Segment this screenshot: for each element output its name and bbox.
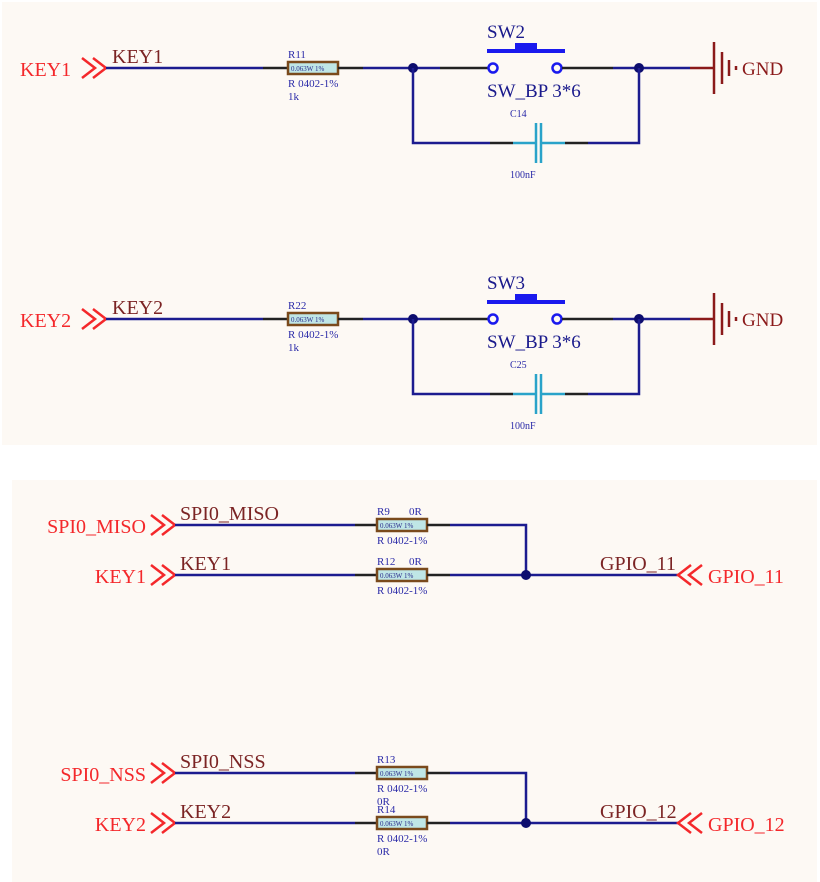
port-chevron-icon	[81, 308, 98, 330]
resistor-rating: 0.063W 1%	[380, 820, 413, 828]
wire	[411, 68, 490, 145]
resistor-designator: R11	[288, 49, 306, 61]
net-label: GPIO_12	[600, 801, 677, 823]
resistor-footprint: R 0402-1%	[377, 535, 427, 547]
port-label[interactable]: KEY2	[20, 310, 71, 332]
wire	[588, 319, 641, 396]
resistor-value: 0R	[377, 846, 391, 858]
switch-contact	[551, 62, 563, 74]
resistor-footprint: R 0402-1%	[377, 585, 427, 597]
port-label[interactable]: KEY2	[95, 814, 146, 836]
net-label: GPIO_11	[600, 553, 676, 575]
port-label[interactable]: SPI0_MISO	[47, 516, 146, 538]
switch-actuator[interactable]	[487, 49, 565, 53]
net-label: SPI0_MISO	[180, 503, 279, 525]
switch-contact	[487, 62, 499, 74]
port-chevron-icon	[150, 812, 167, 834]
key-circuit-2: KEY2 KEY2 0.063W 1% R22 R 0402-1% 1k SW3…	[20, 273, 783, 432]
wire	[588, 68, 641, 145]
resistor-rating: 0.063W 1%	[291, 316, 324, 324]
net-label: KEY2	[112, 297, 163, 319]
resistor-rating: 0.063W 1%	[380, 522, 413, 530]
port-chevron-icon	[686, 564, 703, 586]
resistor-value: 1k	[288, 342, 300, 354]
capacitor-designator: C14	[510, 109, 527, 120]
wire	[411, 319, 490, 396]
switch-contact	[487, 313, 499, 325]
junction-dot	[521, 570, 531, 580]
resistor-footprint: R 0402-1%	[288, 78, 338, 90]
wire	[450, 523, 528, 575]
gpio-mux-2: SPI0_NSS SPI0_NSS 0.063W 1% R13 R 0402-1…	[60, 751, 784, 858]
switch-designator: SW3	[487, 273, 525, 294]
key-circuit-1: KEY1 KEY1 0.063W 1% R11 R 0402-1% 1k SW2…	[20, 22, 783, 181]
switch-footprint: SW_BP 3*6	[487, 332, 581, 353]
wire	[450, 771, 528, 823]
ground-label: GND	[742, 59, 783, 80]
capacitor-value: 100nF	[510, 170, 536, 181]
resistor-designator: R14	[377, 804, 396, 816]
switch-footprint: SW_BP 3*6	[487, 81, 581, 102]
capacitor-value: 100nF	[510, 421, 536, 432]
resistor-value: 0R	[377, 796, 391, 808]
switch-button-cap[interactable]	[515, 294, 537, 301]
port-chevron-icon	[150, 564, 167, 586]
port-chevron-icon	[150, 514, 167, 536]
resistor-rating: 0.063W 1%	[291, 65, 324, 73]
port-label[interactable]: KEY1	[95, 566, 146, 588]
resistor-designator: R9	[377, 506, 390, 518]
port-chevron-icon	[150, 762, 167, 784]
resistor-value: 0R	[409, 556, 423, 568]
resistor-footprint: R 0402-1%	[377, 783, 427, 795]
port-label[interactable]: GPIO_11	[708, 566, 784, 588]
capacitor-designator: C25	[510, 360, 527, 371]
resistor-footprint: R 0402-1%	[288, 329, 338, 341]
switch-button-cap[interactable]	[515, 43, 537, 50]
resistor-designator: R22	[288, 300, 306, 312]
net-label: KEY2	[180, 801, 231, 823]
net-label: KEY1	[180, 553, 231, 575]
switch-actuator[interactable]	[487, 300, 565, 304]
port-label[interactable]: GPIO_12	[708, 814, 785, 836]
port-chevron-icon	[81, 57, 98, 79]
port-label[interactable]: SPI0_NSS	[60, 764, 146, 786]
switch-designator: SW2	[487, 22, 525, 43]
net-label: KEY1	[112, 46, 163, 68]
resistor-footprint: R 0402-1%	[377, 833, 427, 845]
resistor-value: 0R	[409, 506, 423, 518]
ground-label: GND	[742, 310, 783, 331]
resistor-designator: R12	[377, 556, 395, 568]
key-debounce-panel	[2, 2, 817, 445]
port-chevron-icon	[675, 812, 692, 834]
port-chevron-icon	[675, 564, 692, 586]
net-label: SPI0_NSS	[180, 751, 266, 773]
junction-dot	[521, 818, 531, 828]
port-chevron-icon	[686, 812, 703, 834]
resistor-rating: 0.063W 1%	[380, 770, 413, 778]
gpio-mux-1: SPI0_MISO SPI0_MISO 0.063W 1% R9 0R R 04…	[47, 503, 784, 597]
resistor-value: 1k	[288, 91, 300, 103]
switch-contact	[551, 313, 563, 325]
resistor-rating: 0.063W 1%	[380, 572, 413, 580]
gpio-mux-panel	[12, 480, 817, 882]
resistor-designator: R13	[377, 754, 396, 766]
port-label[interactable]: KEY1	[20, 59, 71, 81]
